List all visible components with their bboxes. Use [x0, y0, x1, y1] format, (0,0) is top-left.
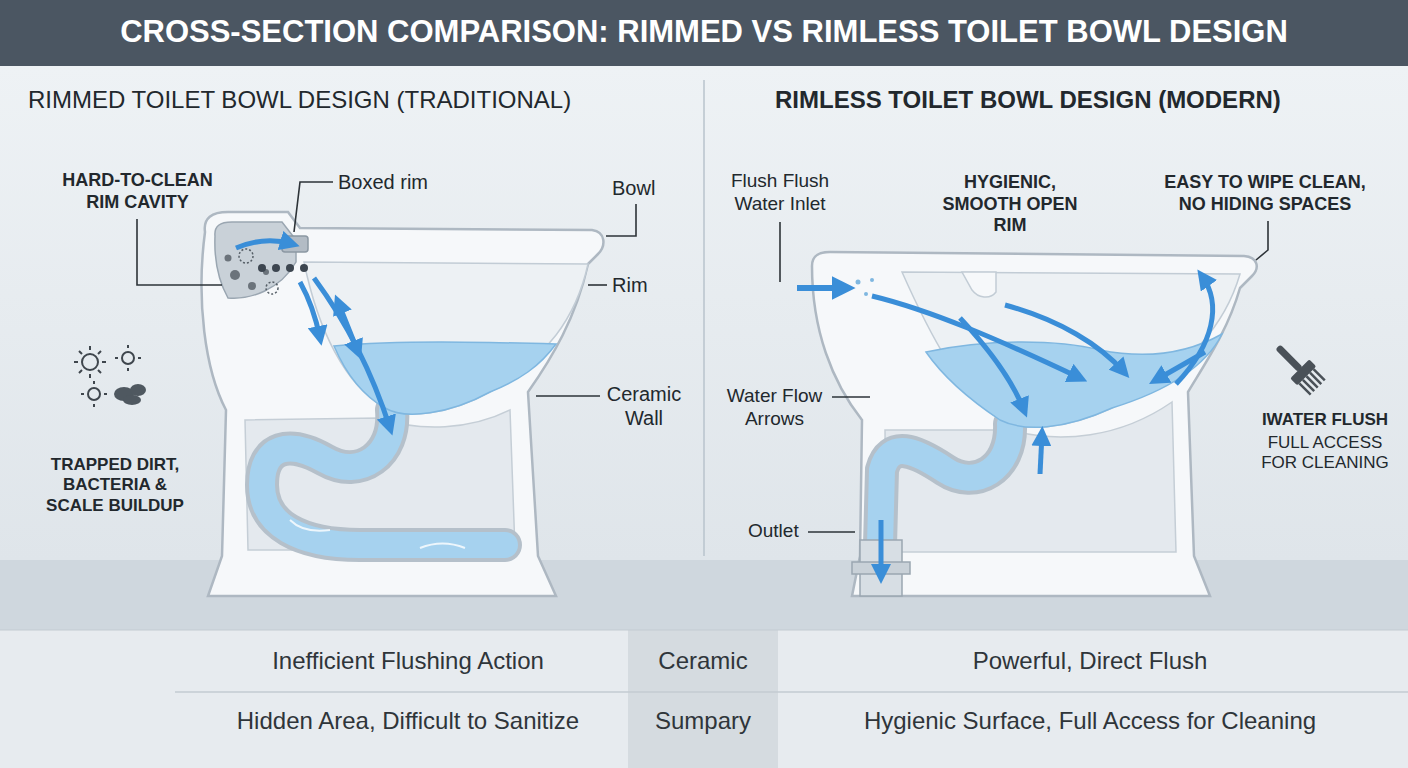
bacteria-mark — [239, 249, 253, 263]
brush-bristles — [1299, 369, 1324, 394]
ceramic-body — [812, 252, 1257, 596]
panel-heading: RIMMED TOILET BOWL DESIGN (TRADITIONAL) — [28, 86, 678, 115]
leader-line — [808, 531, 855, 533]
scale-lump — [130, 384, 146, 396]
brush-icon — [1268, 337, 1327, 396]
bacteria-icons — [74, 345, 141, 407]
callout-label: EASY TO WIPE CLEAN, NO HIDING SPACES — [1150, 172, 1380, 215]
table-top-line — [0, 630, 1408, 631]
rim-hole — [258, 264, 266, 272]
callout-label: HARD-TO-CLEAN RIM CAVITY — [55, 170, 220, 213]
panel-heading: RIMLESS TOILET BOWL DESIGN (MODERN) — [775, 86, 1390, 115]
part-label: Bowl — [612, 176, 692, 200]
bacteria-icon — [122, 352, 134, 364]
bacteria-icon — [88, 388, 100, 400]
bacteria-spikes — [74, 346, 106, 378]
table-cell: Powerful, Direct Flush — [790, 647, 1390, 676]
table-cell: Sumpary — [633, 707, 773, 736]
part-label: Ceramic Wall — [598, 382, 690, 430]
scale-lump — [123, 395, 141, 405]
ceramic-body — [202, 212, 604, 596]
flow-arrow — [236, 241, 292, 248]
callout-label: TRAPPED DIRT, BACTERIA & SCALE BUILDUP — [35, 455, 195, 516]
leader-line — [294, 182, 333, 232]
part-label: Water Flow Arrows — [722, 385, 827, 431]
leader-line — [588, 284, 607, 286]
scale-deposit — [114, 384, 146, 405]
bacteria-icon — [82, 354, 98, 370]
leader-line — [1256, 221, 1268, 260]
dirt-spot — [248, 282, 256, 290]
leader-line — [779, 222, 781, 282]
flow-arrow — [1005, 305, 1124, 372]
trapway-wall — [880, 424, 1010, 545]
rim-hole — [300, 264, 308, 272]
trapway-wall — [262, 410, 505, 545]
part-label: Outlet — [748, 520, 806, 543]
rimless-toilet — [797, 252, 1257, 596]
trapway-water — [880, 424, 1010, 545]
title-bar — [0, 0, 1408, 66]
leader-line — [832, 396, 870, 398]
rim-cavity — [215, 222, 296, 298]
bacteria-spikes — [81, 381, 107, 407]
bacteria-spikes — [115, 345, 141, 371]
summary-table — [0, 630, 1408, 768]
dirt-spot — [230, 270, 240, 280]
leader-line — [606, 204, 636, 236]
callout-label: IWATER FLUSH — [1255, 410, 1395, 430]
trapway-water — [262, 410, 505, 545]
table-cell: Inefficient Flushing Action — [193, 647, 623, 676]
leader-line — [137, 219, 222, 285]
table-cell: Hidden Area, Difficult to Sanitize — [193, 707, 623, 736]
table-cell: Hygienic Surface, Full Access for Cleani… — [790, 707, 1390, 736]
dirt-spot — [225, 255, 232, 262]
water-swirl — [290, 520, 465, 548]
leader-line — [536, 395, 600, 397]
rimmed-toilet — [202, 212, 604, 596]
panel-divider — [703, 80, 705, 556]
part-label: Flush Flush Water Inlet — [725, 170, 835, 216]
table-middle-column — [628, 630, 778, 768]
rim-hole — [272, 264, 280, 272]
part-label: Rim — [612, 273, 682, 297]
outlet-arrow — [879, 520, 884, 576]
splash-drop — [856, 280, 861, 285]
flow-arrow — [300, 282, 320, 338]
callout-label: FULL ACCESS FOR CLEANING — [1255, 433, 1395, 474]
bowl-water — [334, 342, 556, 414]
inlet-arrow — [797, 285, 846, 291]
bowl-interior — [304, 262, 588, 414]
flow-arrow — [314, 278, 390, 428]
table-cell: Ceramic — [633, 647, 773, 676]
flow-arrow — [960, 318, 1024, 410]
open-rim-lip — [962, 272, 996, 297]
rim-hole — [286, 264, 294, 272]
flow-arrow — [1040, 434, 1042, 474]
splash-drop — [870, 278, 874, 282]
brush-handle — [1275, 344, 1303, 372]
leader-lines — [137, 182, 1268, 532]
pedestal-hollow — [245, 410, 515, 550]
splash-drop — [864, 292, 868, 296]
table-row-line — [175, 691, 1408, 693]
page-title: CROSS-SECTION COMPARISON: RIMMED VS RIML… — [0, 13, 1408, 50]
flow-arrow — [338, 302, 358, 352]
callout-label: HYGIENIC, SMOOTH OPEN RIM — [940, 172, 1080, 237]
flow-arrow — [1176, 276, 1213, 384]
bowl-interior — [902, 272, 1240, 427]
part-label: Boxed rim — [338, 170, 468, 194]
bacteria-mark — [266, 282, 278, 294]
